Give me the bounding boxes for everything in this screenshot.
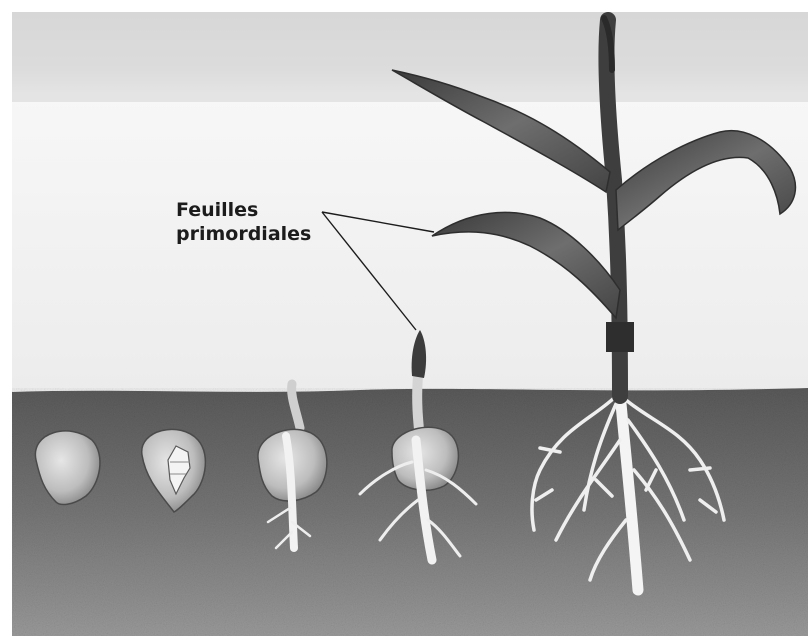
callout-line-2: primordiales xyxy=(176,222,311,246)
callout-line-1: Feuilles xyxy=(176,198,311,222)
stem-node-icon xyxy=(606,322,634,352)
sky-band xyxy=(12,12,808,102)
callout-label: Feuilles primordiales xyxy=(176,198,311,246)
soil xyxy=(12,388,808,636)
